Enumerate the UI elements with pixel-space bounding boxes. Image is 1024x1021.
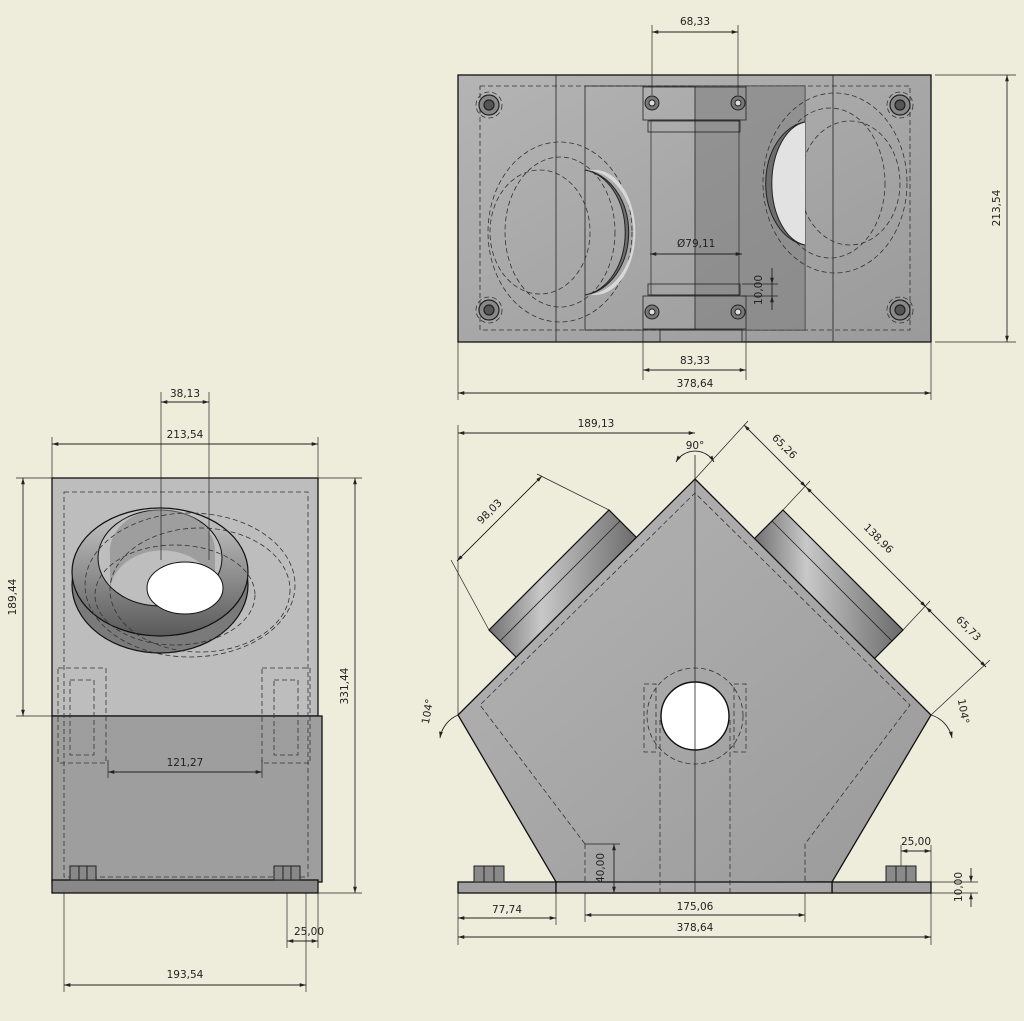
dim-side-width: 213,54 (167, 429, 204, 441)
dim-front-edge-b: 138,96 (861, 522, 896, 557)
upper-bushing (647, 120, 741, 133)
dim-top-height: 213,54 (991, 189, 1003, 226)
dim-top-total-width: 378,64 (677, 378, 714, 390)
dim-front-left-angle: 104° (420, 698, 436, 725)
dim-front-edge-a: 65,26 (769, 432, 799, 462)
dim-top-gap: 68,33 (680, 16, 710, 28)
dim-side-offset: 38,13 (170, 388, 200, 400)
dim-front-right-angle: 104° (955, 698, 971, 725)
dim-side-bolt-spacing: 121,27 (167, 757, 204, 769)
dim-front-total-width: 378,64 (677, 922, 714, 934)
lower-clamp (642, 295, 747, 330)
corner-bolts (475, 91, 914, 324)
side-base-bolts (69, 865, 301, 881)
dim-boss-width: 83,33 (680, 355, 710, 367)
side-view-dimensions: 38,13 213,54 189,44 331,44 121,27 25,00 … (7, 388, 362, 992)
dim-front-apex-x: 189,13 (578, 418, 615, 430)
front-base-left (457, 881, 557, 894)
dim-front-web-height: 40,00 (595, 853, 607, 883)
dim-side-foot: 25,00 (294, 926, 324, 938)
top-view-plate (457, 74, 932, 343)
front-base-right (831, 881, 932, 894)
dim-front-plate-thickness: 10,00 (953, 872, 965, 902)
dim-side-upper-height: 189,44 (7, 578, 19, 615)
front-view (457, 455, 932, 894)
dim-front-foot-width: 25,00 (901, 836, 931, 848)
dim-front-apex-angle: 90° (686, 440, 705, 452)
top-view-dimensions: 68,33 213,54 Ø79,11 10,00 83,33 378,64 (457, 16, 1016, 400)
dim-side-total-height: 331,44 (339, 667, 351, 704)
lower-bushing (647, 283, 741, 296)
clamp-bolts (644, 95, 746, 320)
side-pipe (71, 507, 296, 658)
left-pipe-opening (487, 141, 636, 323)
dim-diameter: Ø79,11 (677, 238, 715, 250)
side-view (51, 477, 323, 894)
top-view (457, 74, 932, 343)
upper-clamp (642, 86, 747, 121)
right-pipe-opening (762, 92, 908, 274)
dim-front-inner-width: 175,06 (677, 901, 714, 913)
dim-front-left-foot: 77,74 (492, 904, 522, 916)
side-lower-block (51, 715, 323, 883)
dim-front-pipe-length: 98,03 (475, 497, 505, 527)
side-base-plate (51, 879, 319, 894)
dim-boss-length: 10,00 (753, 275, 765, 305)
dim-side-base-width: 193,54 (167, 969, 204, 981)
